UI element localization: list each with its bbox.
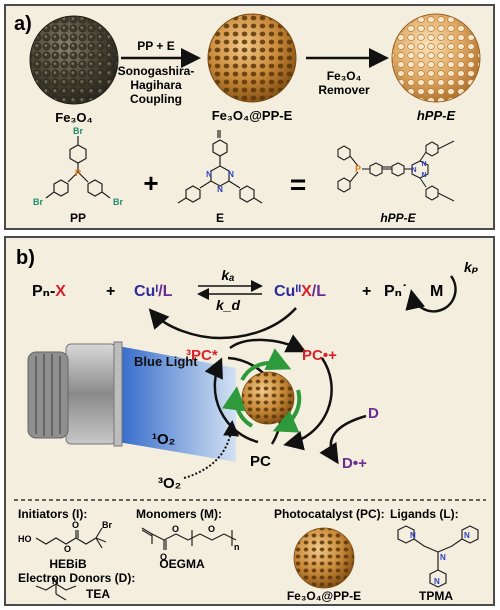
- e-n-right: N: [228, 170, 234, 179]
- arrow1-bottom-line-1: Sonogashira-: [118, 64, 195, 78]
- arrow2-bottom-label: Remover: [318, 83, 370, 97]
- tpma-n-left: N: [410, 531, 416, 540]
- fe3o4-ppe-label: Fe₃O₄@PP-E: [212, 108, 293, 123]
- green-cycle-arrow-2: [272, 389, 302, 433]
- ka-label: kₐ: [221, 267, 234, 283]
- catalyst-sphere: [241, 371, 295, 425]
- fe3o4-sphere: [29, 15, 119, 105]
- fe3o4-ppe-sphere: [207, 13, 297, 103]
- e-label: E: [216, 211, 224, 225]
- monomer-species: M: [430, 283, 443, 300]
- cu1-species: Cuᴵ/L: [134, 283, 173, 300]
- pp-br-right: Br: [113, 197, 123, 207]
- arrow1-top-label: PP + E: [137, 39, 174, 53]
- pp-phosphorus: P: [75, 168, 81, 178]
- hebib-o-top: O: [72, 520, 79, 530]
- hppe-phosphorus: P: [355, 164, 361, 174]
- hebib-o-ester: O: [64, 544, 71, 554]
- pc-cation-label: PC•+: [302, 347, 337, 364]
- photocatalyst-legend-sphere: [293, 527, 355, 589]
- oegma-o-ether: O: [208, 524, 215, 534]
- green-cycle-arrow-3: [222, 386, 254, 428]
- panel-a: a) Fe₃O₄ PP + E Sonogashira- Hagihara Co…: [4, 4, 495, 230]
- fe3o4-label: Fe₃O₄: [55, 110, 93, 125]
- monomers-title: Monomers (M):: [136, 507, 222, 521]
- hebib-ho: HO: [18, 534, 32, 544]
- kp-label: kₚ: [464, 259, 479, 275]
- equals-sign: =: [290, 169, 306, 200]
- pc-label: PC: [250, 453, 271, 470]
- pc-excitation-arrow: [204, 357, 259, 444]
- tpma-structure: [397, 525, 479, 588]
- pp-br-left: Br: [33, 197, 43, 207]
- panel-a-label: a): [14, 13, 32, 35]
- triplet-oxygen-label: ³O₂: [158, 475, 181, 492]
- oegma-name: OEGMA: [159, 557, 205, 571]
- hebib-br: Br: [102, 520, 112, 530]
- tea-structure: [35, 583, 77, 601]
- pp-label: PP: [70, 211, 86, 225]
- tpma-n-center: N: [440, 553, 446, 562]
- oegma-o-ester: O: [172, 524, 179, 534]
- hppe-n-mid: N: [411, 167, 416, 174]
- blue-light-label: Blue Light: [134, 354, 198, 369]
- pn-x-species: Pₙ-X: [32, 283, 66, 300]
- hppe-n-bottom: N: [421, 172, 426, 179]
- equilibrium-plus-1: +: [106, 283, 115, 300]
- arrow1-bottom-line-2: Hagihara: [130, 78, 182, 92]
- plus-sign: +: [143, 168, 158, 198]
- tea-name: TEA: [86, 587, 110, 601]
- hppe-n-top: N: [421, 161, 426, 168]
- oegma-o-carbonyl: O: [160, 552, 167, 562]
- donor-cation-label: D•+: [342, 455, 367, 472]
- e-molecule: [177, 130, 263, 204]
- pc-regeneration-arrow: [283, 357, 333, 451]
- green-cycle-arrow-1: [240, 348, 292, 382]
- photocatalyst-name: Fe₃O₄@PP-E: [287, 589, 361, 603]
- tea-n: N: [52, 576, 59, 586]
- photocatalyst-title: Photocatalyst (PC):: [274, 507, 385, 521]
- e-n-bottom: N: [217, 185, 223, 194]
- oegma-n-subscript: n: [234, 542, 240, 552]
- hppe-label: hPP-E: [417, 108, 456, 123]
- hebib-structure: [35, 527, 107, 549]
- oxygen-energy-transfer-arrow: [183, 420, 240, 479]
- pp-molecule: [45, 136, 111, 199]
- panel-b-label: b): [16, 247, 35, 269]
- cu2-species: CuᴵᴵX/L: [274, 283, 326, 300]
- hppe-struct-label: hPP-E: [380, 211, 416, 225]
- tpma-n-bottom: N: [434, 577, 440, 586]
- panel-a-canvas: a) Fe₃O₄ PP + E Sonogashira- Hagihara Co…: [14, 13, 481, 225]
- oegma-structure: [141, 527, 237, 550]
- arrow2-top-label: Fe₃O₄: [327, 69, 362, 83]
- kd-label: k_d: [216, 297, 241, 313]
- propagation-arrow: [405, 275, 457, 313]
- cu-reduction-arrow: [148, 307, 297, 340]
- singlet-oxygen-label: ¹O₂: [152, 431, 175, 448]
- hppe-sphere: [391, 13, 481, 103]
- donor-label: D: [368, 405, 379, 422]
- donors-title: Electron Donors (D):: [18, 571, 135, 585]
- hebib-name: HEBiB: [49, 557, 87, 571]
- panel-b-canvas: b) Pₙ-X + Cuᴵ/L kₐ k_d CuᴵᴵX/L + Pₙ˙ M k…: [14, 247, 486, 603]
- pc-excited-label: ³PC*: [186, 347, 218, 364]
- donor-oxidation-arrow: [319, 414, 367, 465]
- hppe-structure: [337, 140, 455, 202]
- arrow1-bottom-line-3: Coupling: [130, 92, 182, 106]
- tpma-n-right: N: [464, 531, 470, 540]
- ligands-title: Ligands (L):: [390, 507, 459, 521]
- e-n-left: N: [206, 170, 212, 179]
- lamp: [27, 341, 123, 447]
- equilibrium-plus-2: +: [362, 283, 371, 300]
- initiators-title: Initiators (I):: [18, 507, 87, 521]
- pc-oxidation-arrow: [229, 334, 307, 353]
- tpma-name: TPMA: [419, 589, 453, 603]
- pn-radical-species: Pₙ˙: [384, 283, 407, 300]
- pp-br-top: Br: [73, 126, 83, 136]
- panel-b: b) Pₙ-X + Cuᴵ/L kₐ k_d CuᴵᴵX/L + Pₙ˙ M k…: [4, 236, 495, 606]
